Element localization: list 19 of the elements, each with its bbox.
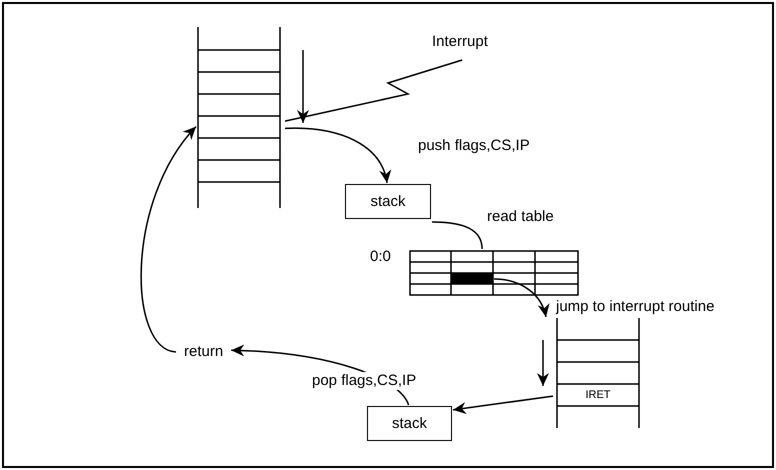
connector-line (432, 221, 483, 250)
arrow (140, 126, 197, 353)
address-label: 0:0 (370, 248, 391, 266)
program-ladder-drawing (197, 27, 281, 208)
vector-table-drawing (409, 250, 579, 296)
edge-label: pop flags,CS,IP (312, 372, 416, 390)
edge-label: read table (487, 208, 554, 226)
return-text: return (184, 343, 224, 361)
edge-label: push flags,CS,IP (418, 137, 530, 155)
stack-box: stack (345, 184, 431, 219)
edge-label: jump to interrupt routine (556, 298, 714, 316)
arrow (494, 278, 549, 318)
stack-box: stack (367, 406, 452, 441)
instruction-text: IRET (585, 389, 611, 401)
lightning-line (284, 59, 462, 122)
routine-ladder-drawing (556, 318, 640, 428)
arrow (285, 128, 390, 184)
interrupt-text: Interrupt (432, 33, 488, 51)
arrow (452, 395, 554, 414)
